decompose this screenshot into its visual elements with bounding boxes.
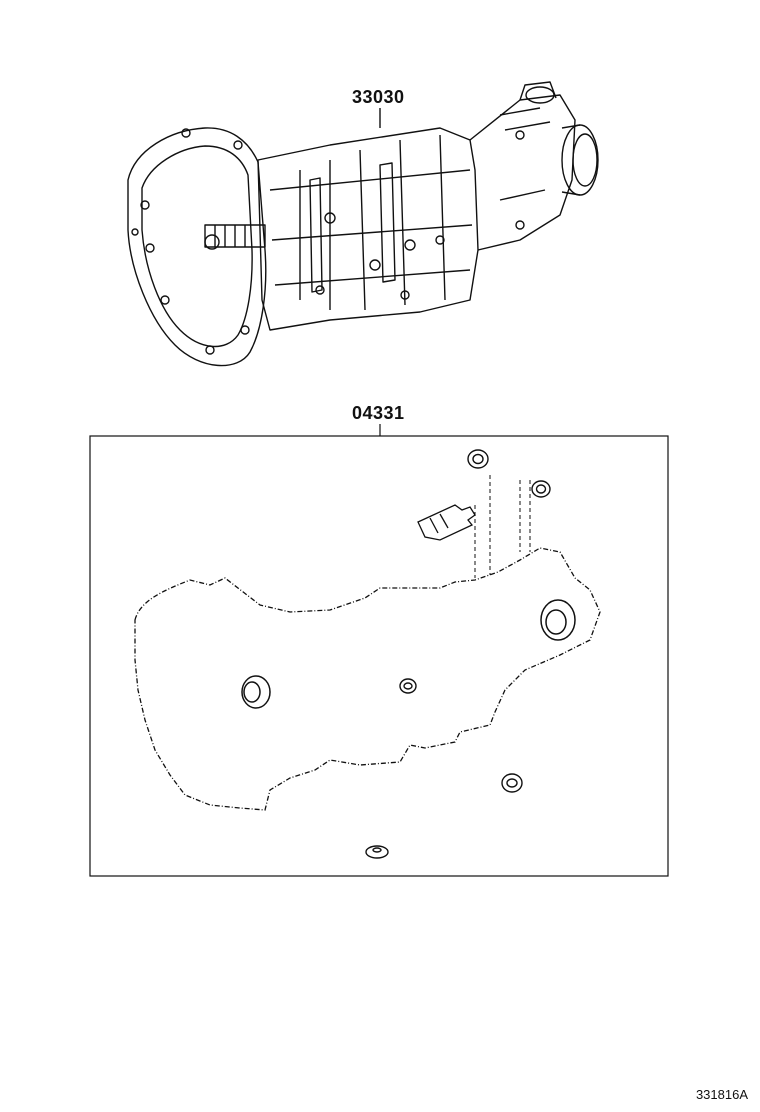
- diagram-id: 331816A: [695, 1087, 748, 1102]
- breather-plug: [417, 504, 476, 541]
- rear-oil-seal: [540, 599, 576, 641]
- part-number-33030[interactable]: 33030: [352, 87, 405, 107]
- oil-seal-lower: [501, 773, 523, 793]
- gasket-kit-group[interactable]: [89, 424, 669, 877]
- guide-line-left: [474, 475, 491, 578]
- gasket-kit-frame: [89, 435, 669, 877]
- case-gasket-outline: [134, 547, 601, 811]
- transmission-assembly-illustration[interactable]: [127, 81, 599, 367]
- o-ring-center: [399, 678, 417, 694]
- front-oil-seal: [241, 675, 271, 709]
- part-number-04331[interactable]: 04331: [352, 403, 405, 423]
- oil-seal-top: [467, 449, 489, 469]
- oil-seal-right: [531, 480, 551, 498]
- washer-bottom: [365, 845, 389, 859]
- guide-line-right: [519, 480, 531, 552]
